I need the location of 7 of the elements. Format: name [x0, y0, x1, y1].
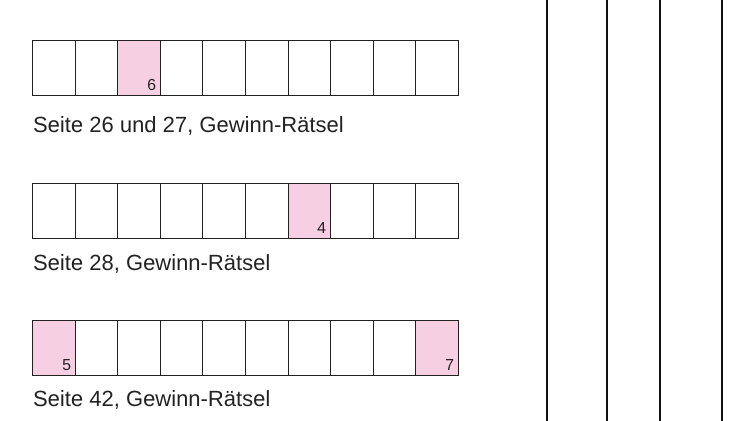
- solution-number: 7: [445, 357, 454, 375]
- solution-number: 6: [147, 77, 156, 95]
- solution-number: 4: [317, 220, 326, 238]
- puzzle-reference: Seite 42, Gewinn-Rätsel: [33, 386, 270, 412]
- solution-number: 5: [62, 357, 71, 375]
- puzzle-reference: Seite 28, Gewinn-Rätsel: [33, 250, 270, 276]
- puzzle-reference: Seite 26 und 27, Gewinn-Rätsel: [33, 112, 344, 138]
